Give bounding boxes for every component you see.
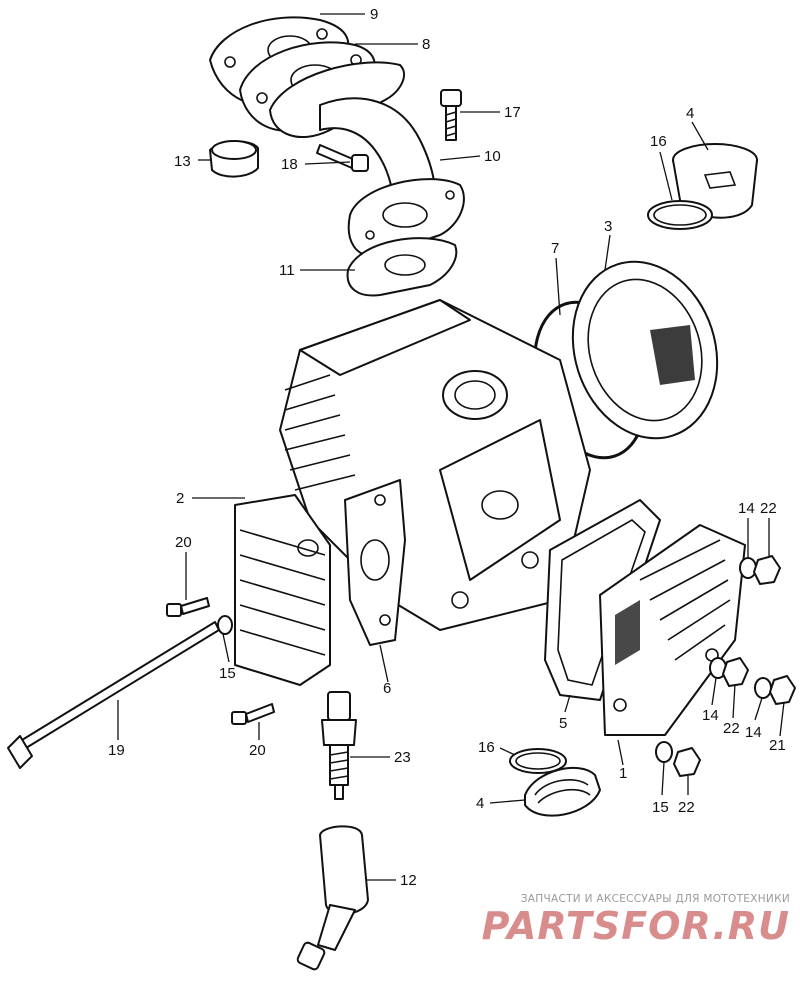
label-18: 18 xyxy=(281,156,298,173)
part-23-spark-plug xyxy=(321,691,357,800)
label-4-lower: 4 xyxy=(476,795,484,812)
leader-lines xyxy=(117,13,785,881)
cylinder-head xyxy=(279,299,591,631)
label-22-b: 22 xyxy=(723,720,740,737)
label-22-c: 22 xyxy=(678,799,695,816)
label-16-lower: 16 xyxy=(478,739,495,756)
label-13: 13 xyxy=(174,153,191,170)
label-17: 17 xyxy=(504,104,521,121)
label-10: 10 xyxy=(484,148,501,165)
label-8: 8 xyxy=(422,36,430,53)
part-10-intake-pipe xyxy=(269,61,465,257)
part-2-fin-cover xyxy=(234,494,331,686)
part-13-cap xyxy=(209,140,259,178)
label-1: 1 xyxy=(619,765,627,782)
label-12: 12 xyxy=(400,872,417,889)
label-23: 23 xyxy=(394,749,411,766)
label-22-a: 22 xyxy=(760,500,777,517)
label-4-upper: 4 xyxy=(686,105,694,122)
label-15-a: 15 xyxy=(219,665,236,682)
label-6: 6 xyxy=(383,680,391,697)
label-19: 19 xyxy=(108,742,125,759)
part-14-washer-a xyxy=(739,557,757,579)
label-2: 2 xyxy=(176,490,184,507)
part-19-stud-bolt xyxy=(7,621,220,769)
part-labels: 9 8 17 13 18 10 11 4 16 3 7 2 20 15 6 5 … xyxy=(108,6,786,889)
watermark-logo: PARTSFOR.RU xyxy=(481,904,790,948)
watermark-caption: ЗАПЧАСТИ И АКСЕССУАРЫ ДЛЯ МОТОТЕХНИКИ xyxy=(520,893,790,905)
label-9: 9 xyxy=(370,6,378,23)
label-21: 21 xyxy=(769,737,786,754)
label-5: 5 xyxy=(559,715,567,732)
part-22-nut-c xyxy=(673,747,701,777)
label-14-c: 14 xyxy=(745,724,762,741)
part-17-bolt xyxy=(440,89,462,141)
label-20-a: 20 xyxy=(175,534,192,551)
part-15-washer-a xyxy=(217,615,233,635)
label-14-b: 14 xyxy=(702,707,719,724)
part-20-bolt-a xyxy=(166,597,210,617)
watermark: ЗАПЧАСТИ И АКСЕССУАРЫ ДЛЯ МОТОТЕХНИКИ PA… xyxy=(480,893,790,947)
label-3: 3 xyxy=(604,218,612,235)
label-15-b: 15 xyxy=(652,799,669,816)
part-21-nut xyxy=(769,675,796,705)
part-14-washer-c xyxy=(754,677,772,699)
label-11: 11 xyxy=(279,262,295,279)
part-16-o-ring-upper xyxy=(647,200,713,230)
part-4-tappet-cap-lower xyxy=(524,766,601,817)
part-1-head-cover xyxy=(599,524,746,736)
part-16-o-ring-lower xyxy=(509,748,567,774)
label-20-b: 20 xyxy=(249,742,266,759)
part-15-washer-b xyxy=(655,741,673,763)
part-20-bolt-b xyxy=(231,703,275,725)
label-7: 7 xyxy=(551,240,559,257)
part-6-gasket xyxy=(344,479,406,646)
part-11-gasket xyxy=(346,237,458,297)
label-14-a: 14 xyxy=(738,500,755,517)
part-22-nut-b xyxy=(722,657,749,687)
part-22-nut-a xyxy=(753,555,781,585)
part-18-bolt xyxy=(316,144,369,172)
part-12-plug-cap xyxy=(296,825,369,971)
label-16-upper: 16 xyxy=(650,133,667,150)
part-3-side-cover xyxy=(571,260,719,440)
